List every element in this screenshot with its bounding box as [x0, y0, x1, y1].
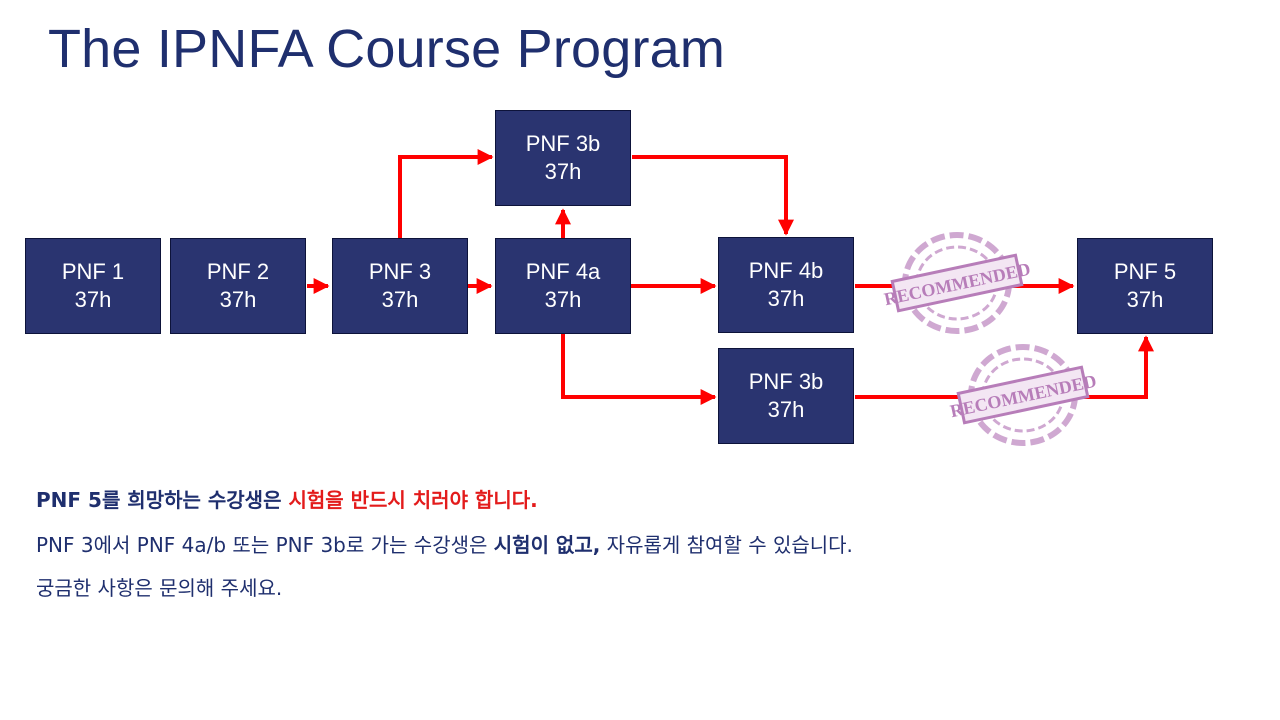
node-name: PNF 4b — [748, 258, 824, 283]
node-hours: 37h — [767, 286, 805, 311]
recommended-stamp-icon: RECOMMENDED — [948, 344, 1098, 446]
arrow-pnf4a-pnf3b-bottom — [561, 334, 717, 405]
arrow-pnf3b-top-pnf4b — [632, 155, 794, 236]
node-pnf3b-bottom: PNF 3b 37h — [718, 348, 854, 444]
note-line-2-text: PNF 3에서 PNF 4a/b 또는 PNF 3b로 가는 수강생은 — [36, 533, 494, 557]
node-pnf4a: PNF 4a 37h — [495, 238, 631, 334]
node-pnf5: PNF 5 37h — [1077, 238, 1213, 334]
recommended-stamp-icon: RECOMMENDED — [882, 232, 1032, 334]
node-pnf4b: PNF 4b 37h — [718, 237, 854, 333]
node-name: PNF 5 — [1113, 259, 1177, 284]
node-hours: 37h — [767, 397, 805, 422]
note-line-2-emphasis: 시험이 없고, — [493, 533, 601, 557]
note-line-3: 궁금한 사항은 문의해 주세요. — [36, 576, 283, 600]
note-line-1-emphasis: 시험을 반드시 치러야 합니다. — [288, 488, 538, 512]
node-name: PNF 1 — [61, 259, 125, 284]
node-pnf2: PNF 2 37h — [170, 238, 306, 334]
note-line-1: PNF 5를 희망하는 수강생은 시험을 반드시 치러야 합니다. — [36, 484, 538, 513]
node-name: PNF 3 — [368, 259, 432, 284]
node-name: PNF 3b — [748, 369, 824, 394]
page-title: The IPNFA Course Program — [48, 19, 726, 79]
node-hours: 37h — [381, 287, 419, 312]
node-hours: 37h — [74, 287, 112, 312]
node-name: PNF 4a — [525, 259, 601, 284]
node-hours: 37h — [219, 287, 257, 312]
node-hours: 37h — [544, 159, 582, 184]
node-hours: 37h — [544, 287, 582, 312]
arrow-pnf3-pnf3b-top — [398, 149, 494, 238]
note-line-2-tail: 자유롭게 참여할 수 있습니다. — [600, 533, 853, 557]
node-name: PNF 2 — [206, 259, 270, 284]
note-line-1-text: PNF 5를 희망하는 수강생은 — [36, 488, 289, 512]
node-name: PNF 3b — [525, 131, 601, 156]
arrow-pnf3b-bottom-pnf5 — [855, 335, 1154, 399]
note-line-2: PNF 3에서 PNF 4a/b 또는 PNF 3b로 가는 수강생은 시험이 … — [36, 529, 853, 558]
node-hours: 37h — [1126, 287, 1164, 312]
node-pnf1: PNF 1 37h — [25, 238, 161, 334]
node-pnf3b-top: PNF 3b 37h — [495, 110, 631, 206]
node-pnf3: PNF 3 37h — [332, 238, 468, 334]
